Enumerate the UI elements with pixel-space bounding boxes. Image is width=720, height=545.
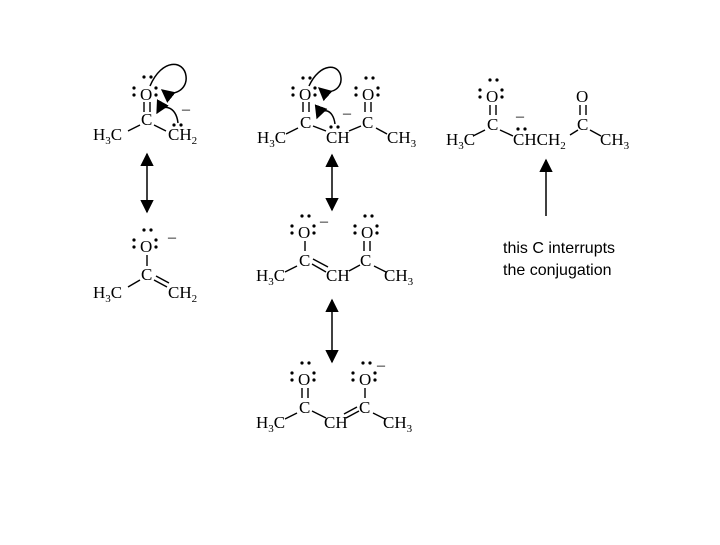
oxygen-label: O	[361, 223, 373, 242]
negative-charge: –	[376, 357, 386, 374]
structure-2a-carbanion: O C H3C CH – C O CH3	[257, 66, 417, 150]
h3c-label: H3C	[257, 128, 286, 150]
ch3-label: CH3	[383, 413, 413, 435]
carbon-label: C	[362, 113, 373, 132]
oxygen-label: O	[486, 87, 498, 106]
structure-1b-enolate: O – C H3C CH2	[93, 228, 197, 305]
h3c-label: H3C	[446, 130, 475, 152]
curved-arrow-icon	[308, 66, 342, 102]
negative-charge: –	[515, 108, 525, 125]
carbon-label: C	[487, 115, 498, 134]
ch2-label: CH2	[168, 125, 197, 147]
oxygen-label: O	[140, 85, 152, 104]
carbon-label: C	[141, 110, 152, 129]
carbon-label: C	[141, 265, 152, 284]
structure-1a-carbanion: O C H3C CH2 –	[93, 63, 197, 147]
oxygen-label: O	[576, 87, 588, 106]
oxygen-label: O	[362, 85, 374, 104]
ch-label: CH	[326, 266, 350, 285]
h3c-label: H3C	[256, 266, 285, 288]
curved-arrow-icon	[156, 99, 179, 124]
h3c-label: H3C	[93, 283, 122, 305]
annotation-line-1: this C interrupts	[503, 240, 616, 257]
carbon-label: C	[577, 115, 588, 134]
carbon-label: C	[299, 251, 310, 270]
annotation-text: this C interrupts the conjugation	[503, 238, 615, 282]
oxygen-label: O	[298, 223, 310, 242]
curved-arrow-icon	[149, 63, 187, 103]
h3c-label: H3C	[256, 413, 285, 435]
carbon-label: C	[359, 398, 370, 417]
annotation-line-2: the conjugation	[503, 262, 612, 279]
oxygen-label: O	[299, 85, 311, 104]
ch3-label: CH3	[384, 266, 414, 288]
oxygen-label: O	[298, 370, 310, 389]
carbon-label: C	[360, 251, 371, 270]
ch-label: CH	[326, 128, 350, 147]
negative-charge: –	[167, 229, 177, 246]
structure-2c-enolate-right: O C H3C CH C O – CH3	[256, 357, 413, 435]
oxygen-label: O	[359, 370, 371, 389]
oxygen-label: O	[140, 237, 152, 256]
negative-charge: –	[181, 101, 191, 118]
carbon-label: C	[300, 113, 311, 132]
carbon-label: C	[299, 398, 310, 417]
negative-charge: –	[342, 105, 352, 122]
ch3-label: CH3	[600, 130, 630, 152]
curved-arrow-icon	[314, 104, 336, 125]
structure-2b-enolate-left: O – C H3C CH C O CH3	[256, 213, 414, 288]
negative-charge: –	[319, 213, 329, 230]
structure-3-nonconjugated: O C H3C CHCH2 – C O CH3	[446, 78, 630, 152]
ch-label: CH	[324, 413, 348, 432]
chch2-label: CHCH2	[513, 130, 566, 152]
ch2-label: CH2	[168, 283, 197, 305]
h3c-label: H3C	[93, 125, 122, 147]
ch3-label: CH3	[387, 128, 417, 150]
